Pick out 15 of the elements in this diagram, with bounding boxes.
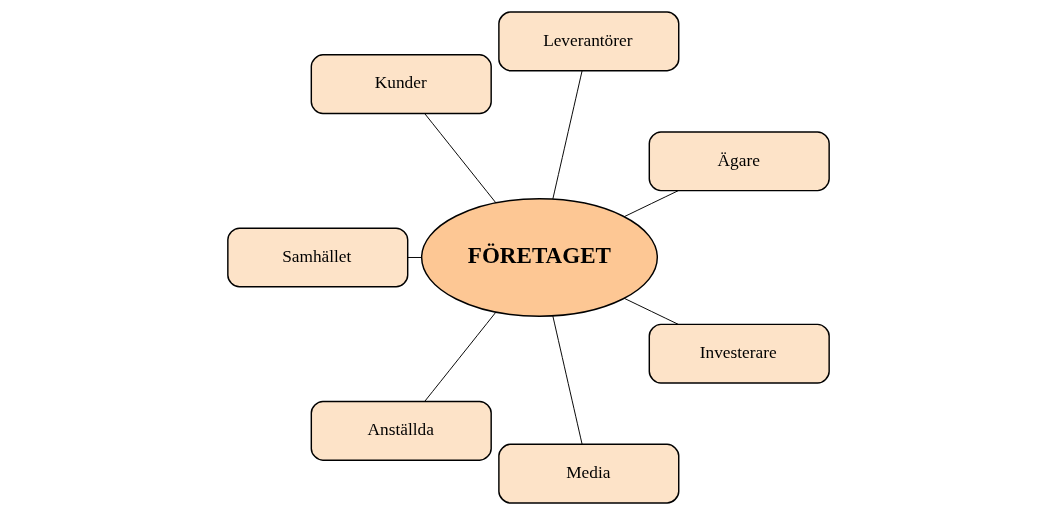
node-box: Investerare: [648, 323, 830, 384]
connector: [551, 70, 583, 200]
node-box: Leverantörer: [497, 11, 679, 72]
node-box: Ägare: [648, 131, 830, 192]
connector: [423, 311, 496, 402]
node-ellipse: FÖRETAGET: [420, 198, 658, 317]
connector: [551, 315, 583, 445]
connector: [423, 113, 496, 204]
connector: [406, 257, 422, 258]
connector: [623, 297, 679, 325]
node-box: Anställda: [310, 400, 492, 461]
node-box: Media: [497, 443, 679, 504]
node-box: Samhället: [226, 227, 408, 288]
connector: [623, 190, 679, 218]
node-box: Kunder: [310, 54, 492, 115]
